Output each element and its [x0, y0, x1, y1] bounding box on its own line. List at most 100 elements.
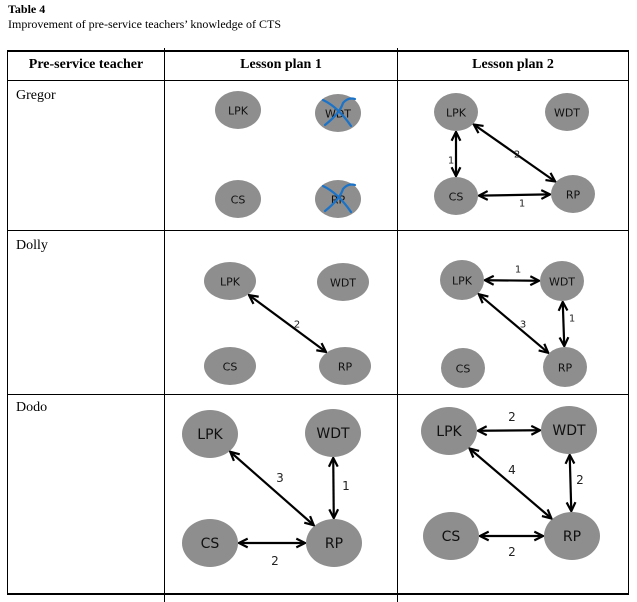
double-arrow	[480, 295, 548, 352]
node-label: RP	[338, 361, 353, 374]
node-label: WDT	[549, 276, 575, 289]
edge-cs-rp: 2	[240, 543, 304, 568]
cross-out-mark	[321, 183, 357, 214]
node-ellipse	[319, 347, 371, 385]
node-rp: RP	[315, 180, 361, 218]
double-arrow	[470, 449, 550, 518]
double-arrow	[250, 296, 325, 352]
node-label: LPK	[446, 107, 467, 120]
node-ellipse	[421, 407, 477, 455]
edge-weight-label: 1	[448, 156, 454, 167]
node-label: CS	[449, 191, 464, 204]
node-ellipse	[441, 348, 485, 388]
node-ellipse	[215, 91, 261, 129]
double-arrow	[563, 303, 564, 345]
edge-weight-label: 1	[519, 199, 525, 210]
node-label: LPK	[228, 105, 249, 118]
node-cs: CS	[215, 180, 261, 218]
edge-weight-label: 4	[508, 463, 516, 477]
table-border-right	[628, 50, 629, 595]
cross-out-mark	[321, 97, 357, 128]
node-label: LPK	[436, 424, 462, 440]
double-arrow	[333, 459, 334, 517]
node-label: LPK	[452, 275, 473, 288]
node-label: CS	[442, 529, 461, 545]
node-label: LPK	[220, 276, 241, 289]
node-wdt: WDT	[305, 409, 361, 457]
edge-wdt-rp: 1	[333, 459, 350, 517]
edge-lpk-rp: 2	[475, 125, 555, 181]
teacher-name: Gregor	[16, 88, 56, 103]
node-ellipse	[545, 93, 589, 131]
node-cs: CS	[423, 512, 479, 560]
edge-weight-label: 2	[294, 320, 300, 331]
node-lpk: LPK	[440, 260, 484, 300]
edge-weight-label: 2	[271, 554, 279, 568]
node-label: CS	[223, 361, 238, 374]
row-divider	[7, 394, 629, 395]
node-cs: CS	[204, 347, 256, 385]
node-wdt: WDT	[317, 263, 369, 301]
edge-weight-label: 1	[342, 479, 350, 493]
node-ellipse	[543, 347, 587, 387]
double-arrow	[480, 194, 549, 195]
node-label: CS	[456, 363, 471, 376]
node-ellipse	[317, 263, 369, 301]
node-lpk: LPK	[204, 262, 256, 300]
edge-wdt-rp: 1	[563, 303, 575, 345]
node-label: LPK	[197, 427, 223, 443]
edge-lpk-rp: 3	[231, 453, 313, 525]
node-label: RP	[566, 189, 581, 202]
node-label: WDT	[554, 107, 580, 120]
node-label: WDT	[330, 277, 356, 290]
edge-weight-label: 2	[514, 150, 520, 161]
node-rp: RP	[319, 347, 371, 385]
node-label: RP	[563, 529, 581, 545]
double-arrow	[475, 125, 555, 181]
node-wdt: WDT	[545, 93, 589, 131]
node-ellipse	[204, 262, 256, 300]
node-ellipse	[306, 519, 362, 567]
header-lesson-plan-1: Lesson plan 1	[240, 57, 322, 72]
node-label: WDT	[552, 423, 586, 439]
node-cs: CS	[434, 177, 478, 215]
node-ellipse	[215, 180, 261, 218]
double-arrow	[570, 456, 572, 510]
column-divider	[164, 48, 165, 602]
caption-title: Improvement of pre-service teachers’ kno…	[8, 17, 282, 31]
node-ellipse	[204, 347, 256, 385]
node-ellipse	[434, 177, 478, 215]
node-rp: RP	[551, 175, 595, 213]
edge-wdt-rp: 2	[570, 456, 584, 510]
edge-weight-label: 3	[276, 471, 284, 485]
node-wdt: WDT	[315, 94, 361, 132]
node-ellipse	[182, 410, 238, 458]
node-ellipse	[182, 519, 238, 567]
node-label: RP	[325, 536, 343, 552]
node-ellipse	[541, 406, 597, 454]
edge-weight-label: 1	[515, 265, 521, 276]
edge-cs-rp: 1	[480, 194, 549, 210]
node-ellipse	[440, 260, 484, 300]
edge-weight-label: 1	[569, 314, 575, 325]
node-lpk: LPK	[215, 91, 261, 129]
node-rp: RP	[306, 519, 362, 567]
edge-lpk-cs: 1	[448, 133, 456, 175]
node-label: CS	[201, 536, 220, 552]
node-rp: RP	[543, 347, 587, 387]
edge-lpk-wdt: 2	[479, 410, 539, 431]
node-label: CS	[231, 194, 246, 207]
node-label: WDT	[316, 426, 350, 442]
node-lpk: LPK	[434, 93, 478, 131]
header-divider	[7, 80, 629, 81]
caption-label: Table 4	[8, 2, 46, 16]
double-arrow	[479, 430, 539, 431]
header-lesson-plan-2: Lesson plan 2	[472, 57, 554, 72]
node-lpk: LPK	[421, 407, 477, 455]
double-arrow	[231, 453, 313, 525]
